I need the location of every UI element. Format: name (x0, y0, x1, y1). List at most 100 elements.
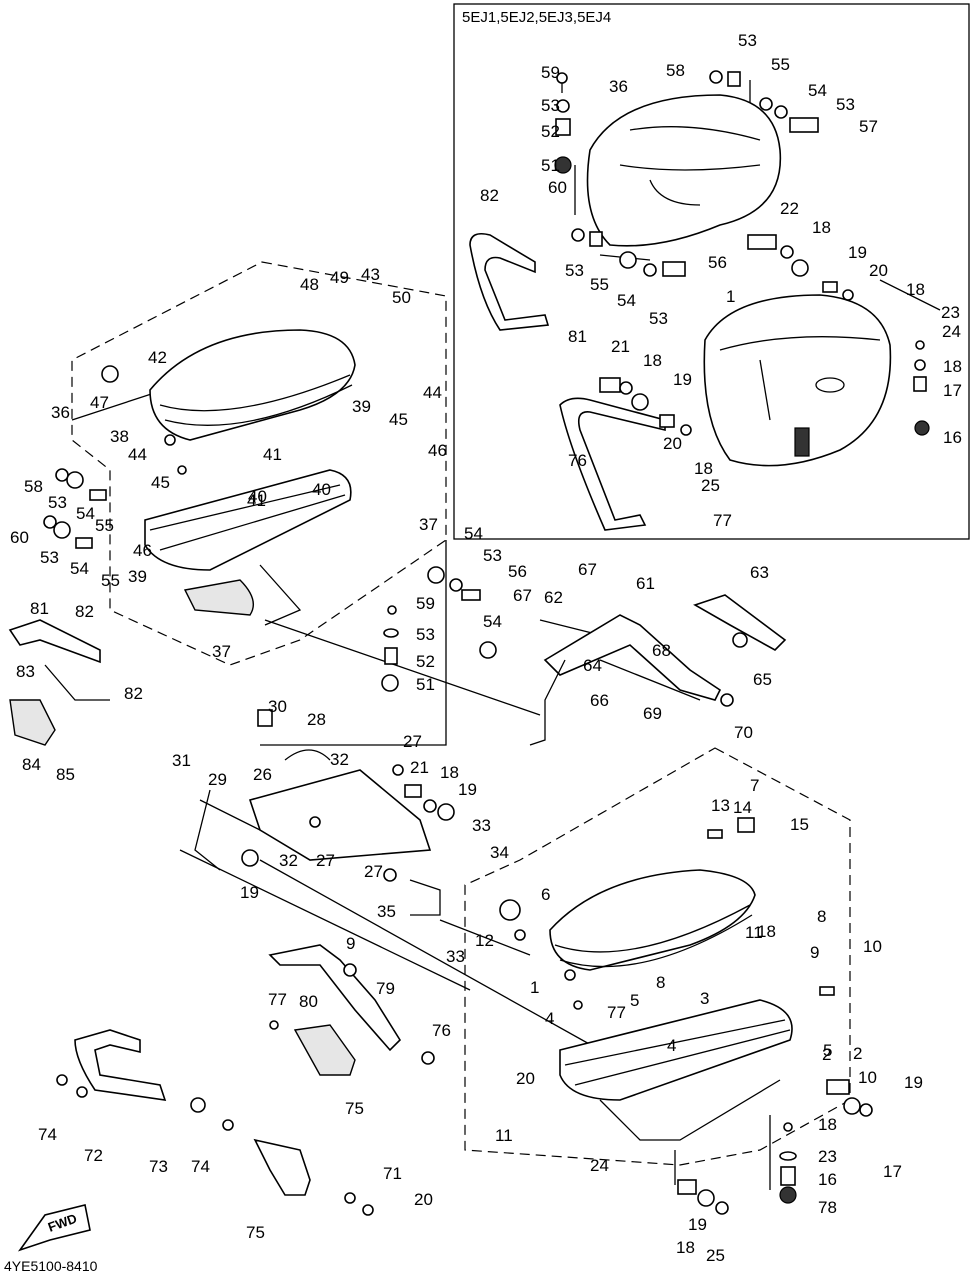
left-case-body (144, 469, 352, 626)
callout-label: 37 (419, 515, 438, 534)
callout-label: 18 (906, 280, 925, 299)
center-bracket-assembly (194, 749, 441, 916)
callout-label: 24 (590, 1156, 609, 1175)
callout-label: 19 (673, 370, 692, 389)
callout-label: 66 (590, 691, 609, 710)
callout-label: 31 (172, 751, 191, 770)
callout-label: 25 (706, 1246, 725, 1265)
callout-label: 30 (268, 697, 287, 716)
callout-label: 4 (545, 1009, 554, 1028)
callout-label: 83 (16, 662, 35, 681)
inset-guard-bar-81 (469, 232, 550, 331)
callout-label: 82 (75, 602, 94, 621)
right-case-body (559, 999, 793, 1141)
callout-label: 53 (48, 493, 67, 512)
lower-guard-bar-71 (253, 1138, 311, 1196)
callout-label: 8 (817, 907, 826, 926)
callout-label: 70 (734, 723, 753, 742)
callout-label: 60 (548, 178, 567, 197)
callout-label: 45 (389, 410, 408, 429)
callout-label: 41 (247, 491, 266, 510)
small-hardware (43, 70, 930, 1216)
callout-label: 39 (128, 567, 147, 586)
lower-left-guard-81 (8, 619, 101, 746)
callout-label: 52 (541, 122, 560, 141)
callout-label: 32 (279, 851, 298, 870)
callout-label: 67 (578, 560, 597, 579)
right-assembly-boundary (464, 747, 851, 1166)
callout-label: 55 (590, 275, 609, 294)
callout-label: 19 (458, 780, 477, 799)
inset-header: 5EJ1,5EJ2,5EJ3,5EJ4 (462, 9, 611, 26)
callout-label: 14 (733, 798, 752, 817)
callout-label: 8 (656, 973, 665, 992)
callout-label: 64 (583, 656, 602, 675)
callout-label: 40 (312, 480, 331, 499)
callout-label: 53 (483, 546, 502, 565)
callout-label: 53 (416, 625, 435, 644)
callout-label: 24 (942, 322, 961, 341)
callout-label: 33 (446, 947, 465, 966)
callout-label: 3 (700, 989, 709, 1008)
callout-label: 49 (330, 268, 349, 287)
callout-label: 76 (568, 451, 587, 470)
inset-saddlebag-left (586, 94, 782, 247)
callout-label: 33 (472, 816, 491, 835)
callout-label: 41 (263, 445, 282, 464)
callout-label: 19 (848, 243, 867, 262)
diagram-code: 4YE5100-8410 (4, 1258, 98, 1274)
right-upper-bracket (529, 594, 787, 746)
callout-label: 25 (701, 476, 720, 495)
callout-label: 39 (352, 397, 371, 416)
callout-label: 82 (480, 186, 499, 205)
callout-label: 21 (410, 758, 429, 777)
callout-label: 18 (643, 351, 662, 370)
callout-label: 82 (124, 684, 143, 703)
callout-label: 61 (636, 574, 655, 593)
callout-label: 12 (475, 931, 494, 950)
callout-label: 77 (607, 1003, 626, 1022)
callout-label: 55 (95, 516, 114, 535)
callout-label: 18 (440, 763, 459, 782)
callout-label: 55 (771, 55, 790, 74)
callout-label: 42 (148, 348, 167, 367)
callout-label: 77 (713, 511, 732, 530)
callout-label: 63 (750, 563, 769, 582)
callout-label: 48 (300, 275, 319, 294)
callout-label: 27 (403, 732, 422, 751)
callout-label: 23 (818, 1147, 837, 1166)
callout-label: 11 (745, 923, 763, 942)
callout-label: 5 (630, 991, 639, 1010)
callout-label: 19 (904, 1073, 923, 1092)
callout-label: 75 (345, 1099, 364, 1118)
callout-label: 16 (818, 1170, 837, 1189)
callout-label: 81 (30, 599, 49, 618)
callout-label: 15 (790, 815, 809, 834)
callout-label: 56 (508, 562, 527, 581)
callout-label: 19 (240, 883, 259, 902)
inset-guard-bar-76 (559, 397, 666, 531)
callout-label: 54 (70, 559, 89, 578)
callout-label: 77 (268, 990, 287, 1009)
callout-label: 27 (316, 851, 335, 870)
callout-label: 29 (208, 770, 227, 789)
callout-label: 20 (663, 434, 682, 453)
callout-label: 43 (361, 265, 380, 284)
callout-label: 53 (836, 95, 855, 114)
callout-label: 10 (858, 1068, 877, 1087)
callout-label: 59 (416, 594, 435, 613)
callout-label: 52 (416, 652, 435, 671)
callout-label: 79 (376, 979, 395, 998)
callout-label: 72 (84, 1146, 103, 1165)
callout-label: 54 (483, 612, 502, 631)
callout-label: 19 (688, 1215, 707, 1234)
callout-label: 17 (943, 381, 962, 400)
callout-label: 78 (818, 1198, 837, 1217)
callout-label: 18 (818, 1115, 837, 1134)
callout-label: 69 (643, 704, 662, 723)
callout-label: 34 (490, 843, 509, 862)
callout-label: 37 (212, 642, 231, 661)
callout-label: 7 (750, 776, 759, 795)
callout-label: 71 (383, 1164, 402, 1183)
